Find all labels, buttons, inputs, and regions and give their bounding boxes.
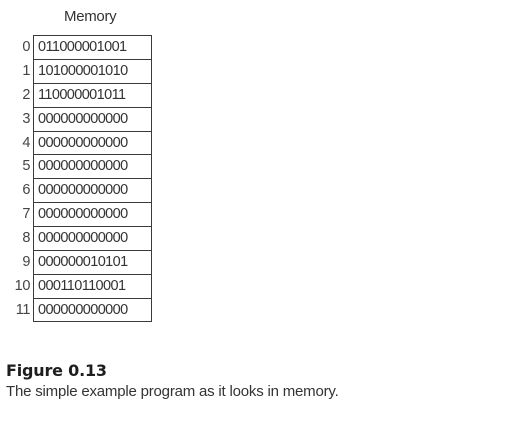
memory-cell: 000000000000 <box>33 226 152 251</box>
memory-address: 6 <box>22 182 30 199</box>
memory-cell: 000000000000 <box>33 297 152 322</box>
memory-row: 9 000000010101 <box>6 250 152 274</box>
memory-address: 4 <box>22 134 30 151</box>
figure-caption: The simple example program as it looks i… <box>6 383 339 400</box>
memory-address: 5 <box>22 158 30 175</box>
memory-row: 4 000000000000 <box>6 130 152 155</box>
memory-row: 0 011000001001 <box>6 35 152 59</box>
memory-table: 0 011000001001 1 101000001010 2 11000000… <box>6 35 152 322</box>
memory-cell: 000000000000 <box>33 154 152 179</box>
memory-address: 9 <box>22 253 30 270</box>
memory-title: Memory <box>64 8 117 25</box>
memory-row: 10 000110110001 <box>6 273 152 298</box>
memory-cell: 000110110001 <box>33 273 152 298</box>
memory-address: 2 <box>22 86 30 103</box>
memory-cell: 000000000000 <box>33 106 152 131</box>
memory-row: 1 101000001010 <box>6 58 152 83</box>
memory-address: 0 <box>22 38 30 55</box>
memory-row: 6 000000000000 <box>6 178 152 203</box>
memory-row: 11 000000000000 <box>6 297 152 322</box>
memory-address: 3 <box>22 110 30 127</box>
memory-cell: 011000001001 <box>33 35 152 59</box>
memory-row: 8 000000000000 <box>6 226 152 251</box>
figure-label: Figure 0.13 <box>6 361 107 380</box>
memory-address: 11 <box>15 301 31 318</box>
memory-address: 1 <box>22 62 30 79</box>
memory-row: 3 000000000000 <box>6 106 152 131</box>
memory-cell: 000000000000 <box>33 130 152 155</box>
memory-row: 2 110000001011 <box>6 82 152 107</box>
memory-row: 5 000000000000 <box>6 154 152 179</box>
memory-row: 7 000000000000 <box>6 202 152 227</box>
memory-address: 7 <box>22 206 30 223</box>
memory-address: 10 <box>14 277 31 294</box>
memory-cell: 110000001011 <box>33 82 152 107</box>
memory-cell: 101000001010 <box>33 58 152 83</box>
memory-cell: 000000000000 <box>33 178 152 203</box>
memory-address: 8 <box>22 230 30 247</box>
memory-cell: 000000010101 <box>33 250 152 274</box>
memory-cell: 000000000000 <box>33 202 152 227</box>
